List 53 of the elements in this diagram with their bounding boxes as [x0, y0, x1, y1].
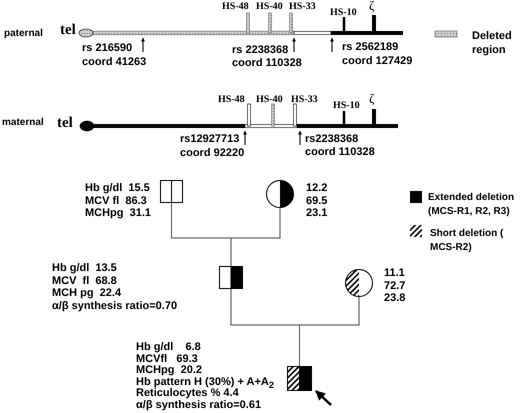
- lab-value-text: MCHpg 20.2: [136, 365, 202, 376]
- allele-label: maternal: [2, 117, 44, 129]
- snp-label: rs 2238368: [232, 44, 288, 56]
- lab-value-text: Hb g/dl 6.8: [136, 342, 201, 354]
- lab-value-text: MCV fl 86.3: [85, 194, 147, 207]
- lab-value-text: MCHpg 31.1: [85, 207, 152, 220]
- pedigree-line: [299, 296, 360, 366]
- allele-label: paternal: [4, 28, 43, 40]
- pedigree-line: [230, 208, 280, 266]
- snp-label: rs 216590: [82, 42, 132, 54]
- lab-value-text: 69.5: [306, 194, 328, 207]
- lab-value-text: α/β synthesis ratio=0.61: [136, 400, 262, 411]
- legend-text: Deleted region: [472, 29, 513, 57]
- legend-text: Extended deletion (MCS-R1, R2, R3): [428, 191, 516, 219]
- gene-label: ζ: [369, 0, 374, 12]
- legend-text: Short deletion ( MCS-R2): [430, 227, 504, 255]
- site-label: HS-33: [289, 1, 316, 13]
- gene-label: ζ: [369, 93, 374, 105]
- lab-value-text: Hb g/dl 13.5: [52, 262, 117, 274]
- lab-value-text: Reticulocytes % 4.4: [136, 388, 239, 400]
- lab-value-text: MCV fl 68.8: [52, 274, 117, 287]
- lab-value-text: 72.7: [384, 280, 406, 292]
- lab-value-text: α/β synthesis ratio=0.70: [52, 300, 178, 312]
- male-symbol: [219, 266, 243, 289]
- male-symbol: [287, 366, 312, 391]
- site-label: HS-33: [291, 94, 318, 106]
- snp-label: coord 110328: [305, 146, 375, 158]
- snp-label: rs2238368: [305, 133, 358, 145]
- snp-label: rs 2562189: [342, 41, 398, 53]
- female-symbol: [266, 180, 294, 208]
- lab-value-text: MCH pg 22.4: [52, 287, 122, 300]
- male-symbol: [160, 180, 183, 203]
- site-label: HS-48: [222, 1, 249, 13]
- site-label: HS-10: [330, 7, 357, 19]
- site-label: HS-48: [218, 94, 245, 106]
- snp-label: coord 41263: [82, 56, 146, 68]
- snp-label: rs12927713: [180, 133, 240, 145]
- site-label: HS-40: [256, 1, 283, 13]
- snp-label: coord 92220: [180, 147, 244, 159]
- lab-value-text: 12.2: [306, 182, 328, 194]
- snp-label: coord 127429: [342, 55, 412, 67]
- site-label: HS-40: [256, 94, 283, 106]
- telomere-label: tel: [60, 24, 76, 36]
- lab-value-text: 23.1: [306, 207, 328, 220]
- proband-arrow: [315, 390, 332, 406]
- lab-value-text: MCVfl 69.3: [136, 354, 198, 365]
- lab-value-text: Hb g/dl 15.5: [85, 182, 150, 194]
- lab-value-text: 23.8: [384, 292, 406, 304]
- lab-value-text: 11.1: [384, 267, 405, 280]
- telomere-label: tel: [57, 117, 73, 129]
- site-label: HS-10: [333, 100, 360, 112]
- female-symbol: [345, 269, 373, 297]
- snp-label: coord 110328: [232, 57, 302, 69]
